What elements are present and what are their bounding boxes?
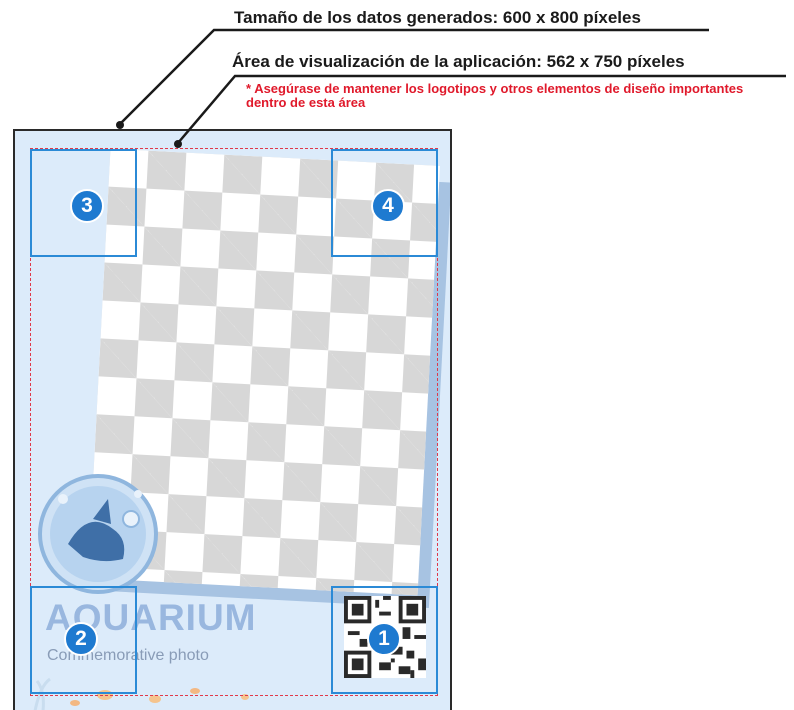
display-area-label: Área de visualización de la aplicación: … [232, 52, 685, 71]
zone-1-badge: 1 [367, 622, 401, 656]
display-area-callout-line [177, 74, 786, 144]
zone-4: 4 [331, 149, 438, 257]
zone-1: 1 [331, 586, 438, 694]
zone-4-badge: 4 [371, 189, 405, 223]
generated-data-frame: AQUARIUM Commemorative photo 3 4 2 1 [13, 129, 452, 710]
data-size-callout-dot [116, 121, 124, 129]
safe-area-note: * Asegúrase de mantener los logotipos y … [246, 81, 744, 110]
display-safe-area [30, 148, 438, 696]
display-area-callout-dot [174, 140, 182, 148]
zone-2: 2 [30, 586, 137, 694]
data-size-label: Tamaño de los datos generados: 600 x 800… [234, 8, 641, 27]
zone-3-badge: 3 [70, 189, 104, 223]
zone-3: 3 [30, 149, 137, 257]
zone-2-badge: 2 [64, 622, 98, 656]
aquarium-emblem-icon [38, 474, 158, 594]
data-size-callout-line [119, 28, 709, 125]
